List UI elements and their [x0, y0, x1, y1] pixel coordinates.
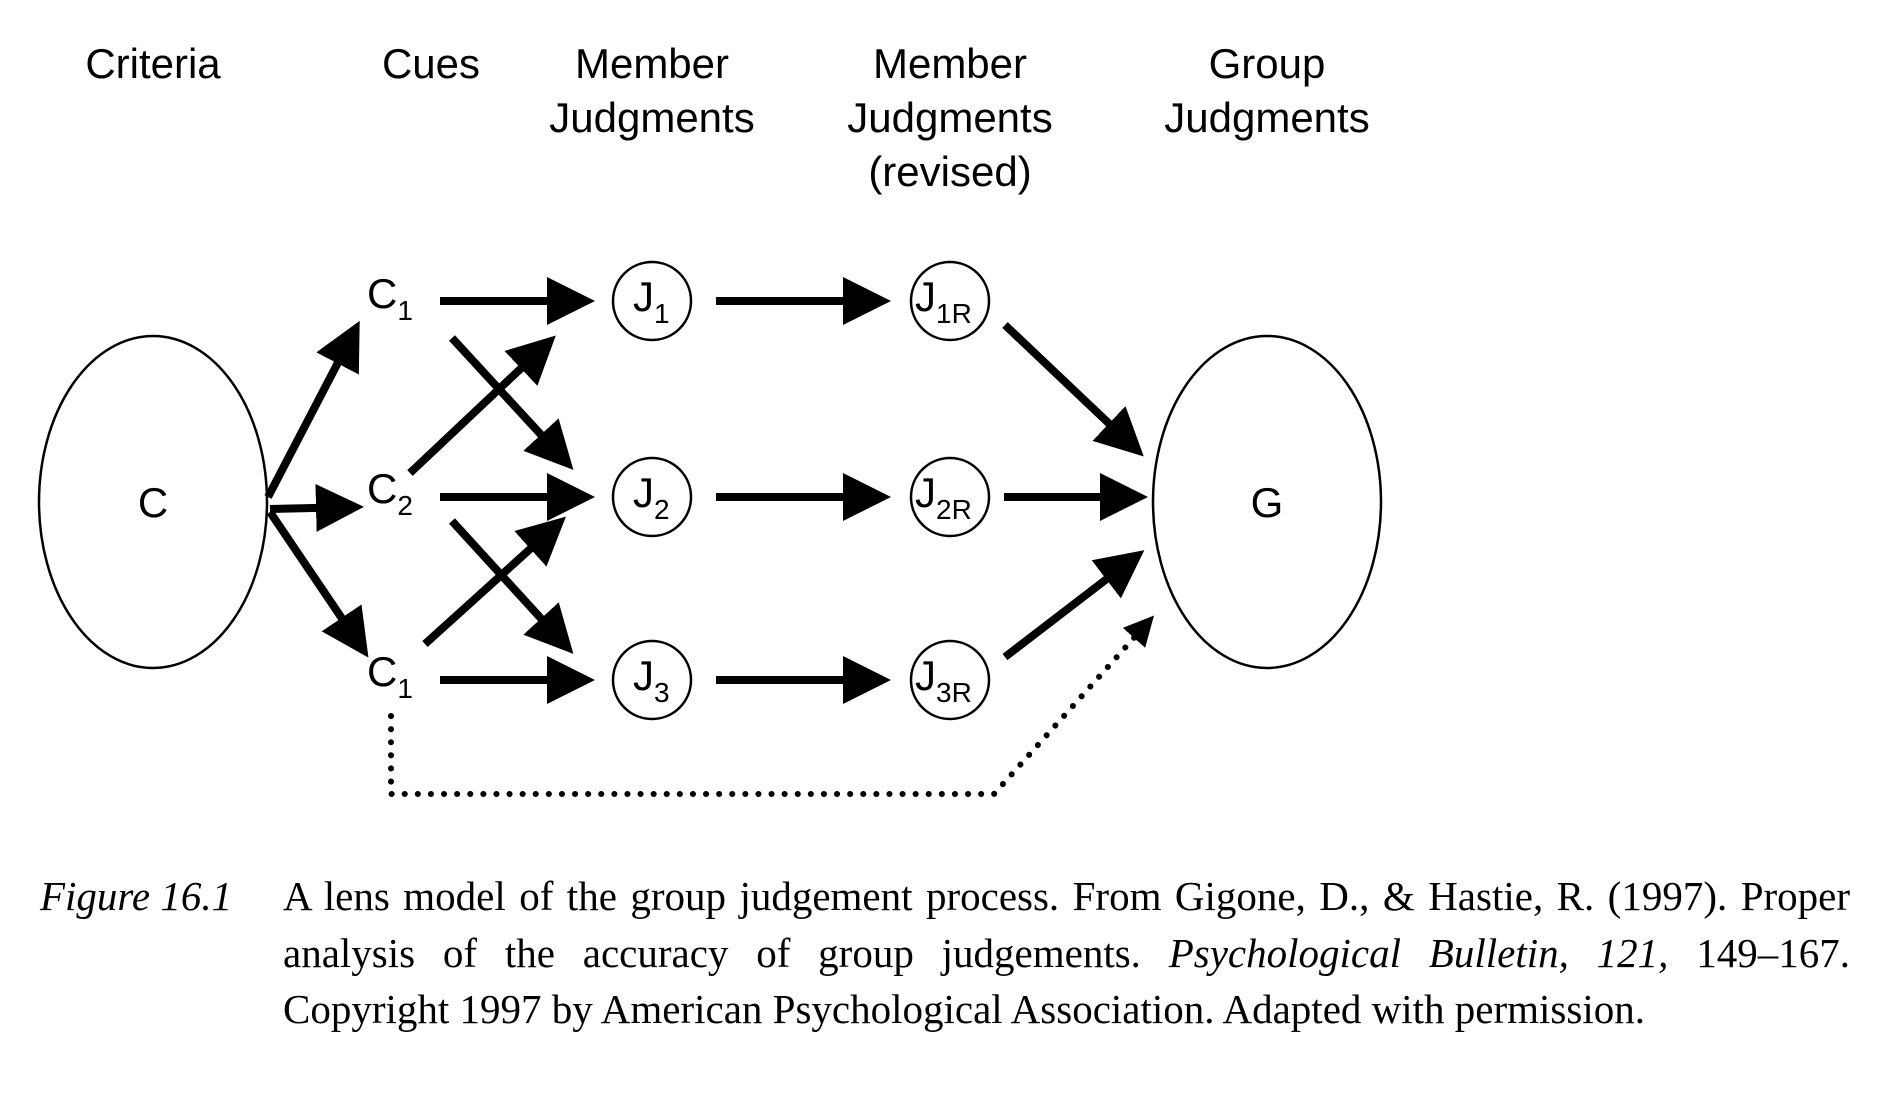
criterion-label: C [138, 479, 168, 526]
cue-1-label: C1 [367, 270, 413, 326]
judgment-3-circle [611, 639, 693, 721]
group-ellipse [1151, 334, 1383, 670]
judgment-3-label: J3 [633, 652, 670, 708]
revised-judgment-2-label: J2R [915, 469, 972, 525]
column-headers: Criteria Cues Member Judgments Member Ju… [85, 40, 1369, 195]
arrow-c2-to-j1 [407, 335, 556, 476]
arrow-j3r-to-g [1002, 550, 1145, 661]
revised-judgment-1-label: J1R [915, 273, 972, 329]
arrow-c-to-c1 [264, 320, 360, 499]
header-member-revised-line2: Judgments [847, 94, 1052, 141]
group-label: G [1251, 479, 1284, 526]
header-member-line2: Judgments [549, 94, 754, 141]
judgment-1-circle [611, 260, 693, 342]
caption-text-part2: 149–167. Copyright 1997 by American Psyc… [283, 929, 1850, 1033]
arrow-c1-to-j2 [449, 335, 574, 470]
arrow-c2-to-j3 [449, 518, 574, 654]
revised-judgment-3-label: J3R [915, 652, 972, 708]
member-judgments: J1 J2 J3 [611, 260, 693, 721]
cue-3-label: C1 [367, 648, 413, 704]
header-member-revised-line1: Member [873, 40, 1027, 87]
arrow-c3-to-j2 [422, 516, 566, 647]
cue-2-label: C2 [367, 465, 413, 521]
figure-label: Figure 16.1 [40, 873, 233, 919]
caption-journal: Psychological Bulletin, 121, [1168, 929, 1669, 976]
header-criteria: Criteria [85, 40, 221, 87]
judgment-1-label: J1 [633, 273, 670, 329]
caption-text-part1: A lens model of the group judgement proc… [283, 873, 1850, 976]
header-member-line1: Member [575, 40, 729, 87]
arrow-c-to-c3 [266, 509, 369, 658]
figure-caption: Figure 16.1 A lens model of the group ju… [40, 868, 1850, 1038]
lens-model-diagram: Criteria Cues Member Judgments Member Ju… [37, 40, 1383, 797]
arrows [264, 277, 1148, 704]
judgment-2-label: J2 [633, 469, 670, 525]
header-member-revised-line3: (revised) [868, 148, 1031, 195]
arrow-c-to-c2 [269, 483, 364, 532]
criterion-ellipse [37, 334, 269, 670]
header-group-line1: Group [1209, 40, 1326, 87]
revised-judgment-3-circle [909, 639, 991, 721]
revised-judgment-2-circle [909, 456, 991, 538]
arrow-j1r-to-g [1002, 322, 1144, 457]
figure-caption-text: A lens model of the group judgement proc… [283, 868, 1850, 1038]
header-cues: Cues [382, 40, 480, 87]
dotted-arrow-c3-to-g [388, 615, 1155, 797]
revised-judgment-1-circle [909, 260, 991, 342]
revised-judgments: J1R J2R J3R [909, 260, 991, 721]
header-group-line2: Judgments [1164, 94, 1369, 141]
judgment-2-circle [611, 456, 693, 538]
